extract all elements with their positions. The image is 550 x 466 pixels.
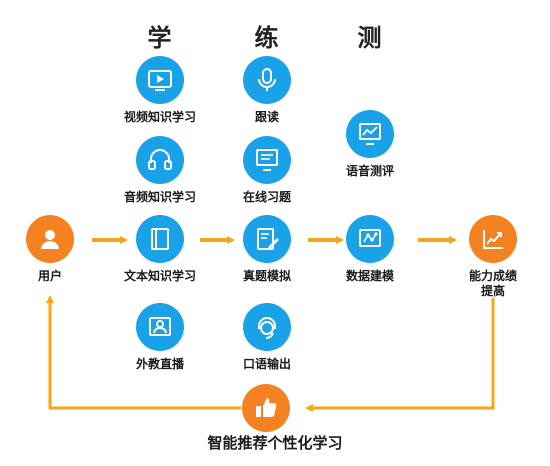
book-icon <box>136 215 184 263</box>
user-icon <box>26 215 74 263</box>
arrow-improve-to-recommend <box>305 298 495 412</box>
node-label: 文本知识学习 <box>123 269 196 283</box>
chart-screen-icon <box>346 110 394 158</box>
node-label: 视频知识学习 <box>123 110 196 124</box>
node-follow-reading: 跟读 <box>212 56 322 124</box>
node-data-modeling: 数据建模 <box>315 215 425 283</box>
node-label: 能力成绩 <box>468 269 517 283</box>
node-score-improvement: 能力成绩 提高 <box>438 215 548 298</box>
node-label: 语音测评 <box>345 164 394 178</box>
node-label: 在线习题 <box>242 190 291 204</box>
node-label: 外教直播 <box>135 357 184 371</box>
node-voice-evaluation: 语音测评 <box>315 110 425 178</box>
play-screen-icon <box>136 56 184 104</box>
node-label: 音频知识学习 <box>123 190 196 204</box>
column-learn: 学 <box>147 24 173 52</box>
node-label: 提高 <box>480 284 505 298</box>
node-video-learning: 视频知识学习 <box>105 56 215 124</box>
column-test: 测 <box>357 24 383 52</box>
monitor-icon <box>243 136 291 184</box>
node-label: 跟读 <box>254 110 279 124</box>
headset-icon <box>243 303 291 351</box>
node-recommendation <box>211 384 321 432</box>
arrow-recommend-to-user <box>46 295 241 410</box>
node-label: 口语输出 <box>242 357 291 371</box>
headphones-icon <box>136 136 184 184</box>
microphone-icon <box>243 56 291 104</box>
recommendation-label: 智能推荐个性化学习 <box>207 434 343 452</box>
node-text-learning: 文本知识学习 <box>105 215 215 283</box>
column-practice: 练 <box>254 24 280 52</box>
node-user: 用户 <box>0 215 105 283</box>
node-label: 用户 <box>37 269 62 283</box>
node-foreign-teacher-live: 外教直播 <box>105 303 215 371</box>
document-edit-icon <box>243 215 291 263</box>
node-exam-simulation: 真题模拟 <box>212 215 322 283</box>
growth-chart-icon <box>469 215 517 263</box>
network-screen-icon <box>346 215 394 263</box>
node-label: 真题模拟 <box>242 269 291 283</box>
node-audio-learning: 音频知识学习 <box>105 136 215 204</box>
node-label: 数据建模 <box>345 269 394 283</box>
presenter-icon <box>136 303 184 351</box>
thumbs-up-icon <box>242 384 290 432</box>
node-online-exercises: 在线习题 <box>212 136 322 204</box>
node-oral-output: 口语输出 <box>212 303 322 371</box>
